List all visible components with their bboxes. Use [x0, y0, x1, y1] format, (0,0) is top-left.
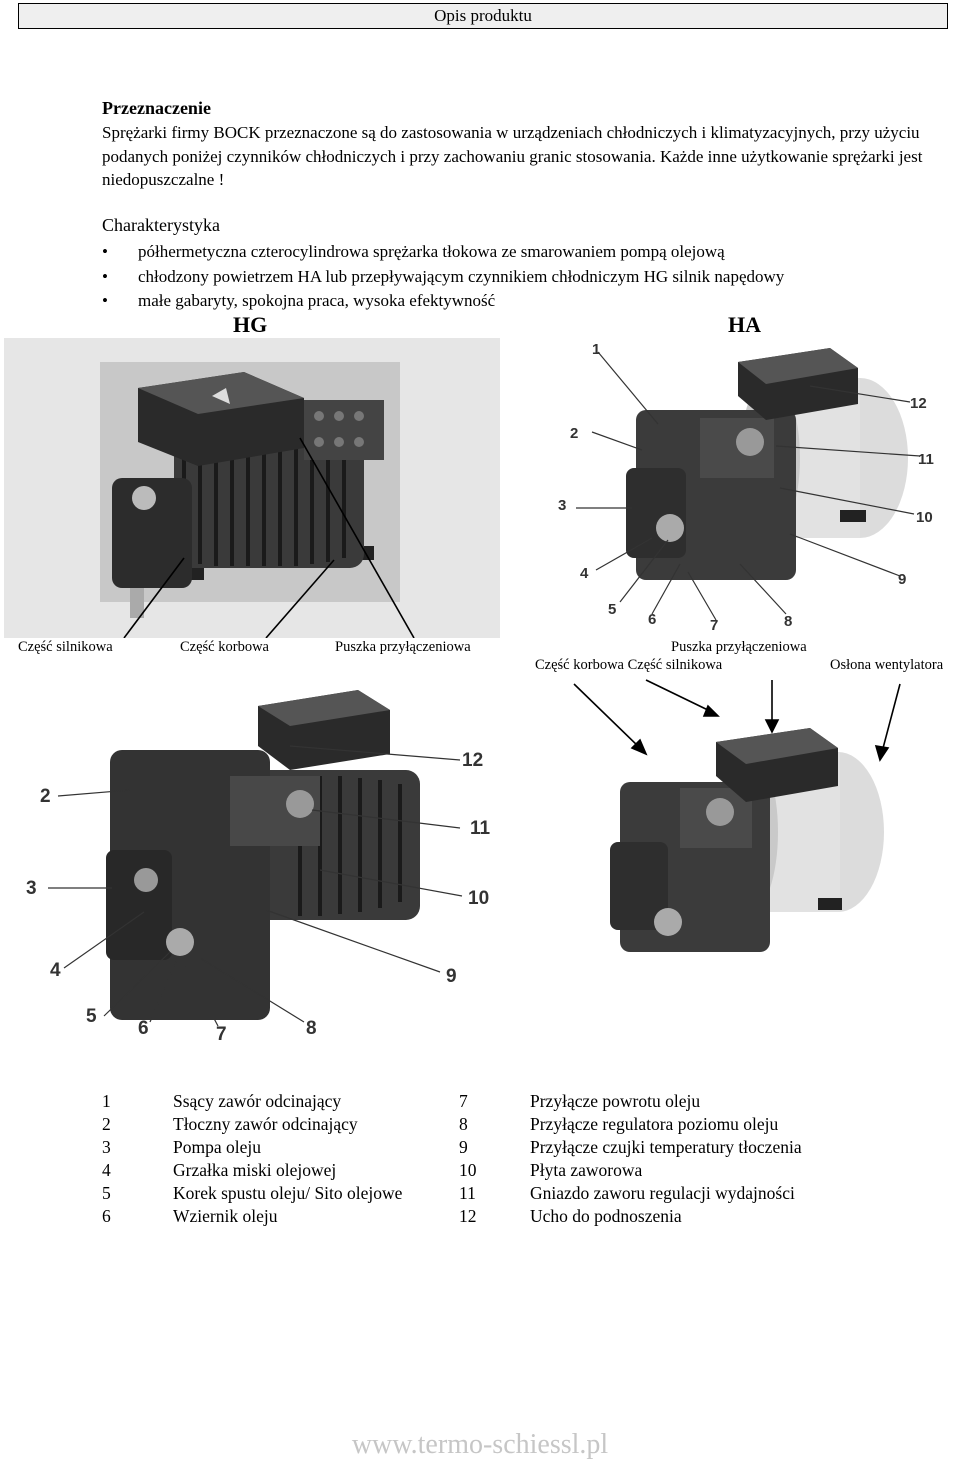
callout-number: 12: [462, 750, 483, 771]
callout-number: 11: [470, 818, 491, 839]
legend-text: Ssący zawór odcinający: [173, 1091, 342, 1111]
legend-row: 4 Grzałka miski olejowej 10 Płyta zaworo…: [102, 1159, 802, 1182]
callout-number: 7: [216, 1024, 227, 1042]
callout-number: 8: [306, 1018, 317, 1039]
callout-number: 6: [138, 1018, 149, 1039]
legend-text: Przyłącze czujki temperatury tłoczenia: [530, 1137, 802, 1157]
caption-hg-box: Puszka przyłączeniowa: [335, 639, 471, 655]
callout-number: 5: [86, 1006, 97, 1027]
callout-number: 9: [446, 966, 457, 987]
purpose-text: Sprężarki firmy BOCK przeznaczone są do …: [102, 123, 923, 189]
features-title: Charakterystyka: [102, 215, 220, 235]
legend-number: 2: [102, 1114, 111, 1134]
callout-number: 10: [468, 888, 489, 909]
callout-number: 2: [570, 425, 578, 442]
legend-row: 2 Tłoczny zawór odcinający 8 Przyłącze r…: [102, 1113, 802, 1136]
callout-number: 10: [916, 509, 933, 526]
legend-number: 3: [102, 1137, 111, 1157]
legend-row: 1 Ssący zawór odcinający 7 Przyłącze pow…: [102, 1090, 802, 1113]
legend-number: 4: [102, 1160, 111, 1180]
callout-number: 3: [558, 497, 566, 514]
callout-number: 6: [648, 611, 656, 628]
legend-text: Pompa oleju: [173, 1137, 261, 1157]
hg-label: HG: [233, 312, 268, 337]
purpose-title: Przeznaczenie: [102, 98, 211, 118]
legend-number: 9: [459, 1137, 468, 1157]
caption-hg-crank: Część korbowa: [180, 639, 269, 655]
legend-number: 12: [459, 1206, 477, 1226]
callout-number: 3: [26, 878, 37, 899]
callout-number: 7: [710, 617, 718, 634]
callout-number: 11: [918, 451, 934, 468]
legend-number: 8: [459, 1114, 468, 1134]
callout-number: 1: [592, 341, 600, 358]
callout-number: 12: [910, 395, 927, 412]
callout-number: 4: [580, 565, 589, 582]
legend-text: Wziernik oleju: [173, 1206, 278, 1226]
callout-number: 8: [784, 613, 792, 630]
ha-label: HA: [728, 312, 761, 337]
hg-compressor-photo: [4, 338, 500, 638]
legend-row: 6 Wziernik oleju 12 Ucho do podnoszenia: [102, 1205, 802, 1228]
caption-ha-crank-motor: Część korbowa Część silnikowa: [535, 657, 723, 673]
callout-number: 5: [608, 601, 616, 618]
legend-text: Grzałka miski olejowej: [173, 1160, 337, 1180]
footer-url: www.termo-schiessl.pl: [351, 1429, 609, 1460]
parts-legend-table: 1 Ssący zawór odcinający 7 Przyłącze pow…: [102, 1090, 802, 1228]
feature-item: chłodzony powietrzem HA lub przepływając…: [102, 265, 932, 290]
legend-number: 7: [459, 1091, 468, 1111]
feature-item: półhermetyczna czterocylindrowa sprężark…: [102, 240, 932, 265]
header-title-box: Opis produktu: [18, 3, 948, 29]
page-title: Opis produktu: [434, 6, 532, 25]
legend-number: 5: [102, 1183, 111, 1203]
legend-number: 6: [102, 1206, 111, 1226]
caption-hg-motor: Część silnikowa: [18, 639, 113, 655]
legend-number: 1: [102, 1091, 111, 1111]
features-list: półhermetyczna czterocylindrowa sprężark…: [102, 240, 932, 314]
legend-row: 3 Pompa oleju 9 Przyłącze czujki tempera…: [102, 1136, 802, 1159]
feature-item: małe gabaryty, spokojna praca, wysoka ef…: [102, 289, 932, 314]
legend-text: Płyta zaworowa: [530, 1160, 643, 1180]
legend-row: 5 Korek spustu oleju/ Sito olejowe 11 Gn…: [102, 1182, 802, 1205]
legend-text: Tłoczny zawór odcinający: [173, 1114, 358, 1134]
legend-text: Przyłącze regulatora poziomu oleju: [530, 1114, 779, 1134]
legend-text: Korek spustu oleju/ Sito olejowe: [173, 1183, 403, 1203]
callout-number: 4: [50, 960, 61, 981]
legend-text: Gniazdo zaworu regulacji wydajności: [530, 1183, 795, 1203]
hg-compressor-numbered-photo: 12 11 10 9 2 3 4 5 6 7 8: [20, 680, 500, 1042]
legend-text: Przyłącze powrotu oleju: [530, 1091, 701, 1111]
callout-number: 2: [40, 786, 51, 807]
caption-ha-box: Puszka przyłączeniowa: [671, 639, 807, 655]
legend-number: 11: [459, 1183, 476, 1203]
ha-compressor-photo: [560, 672, 960, 962]
legend-text: Ucho do podnoszenia: [530, 1206, 682, 1226]
legend-number: 10: [459, 1160, 477, 1180]
ha-compressor-numbered-photo: 1 2 3 4 5 6 7 8 9 10 11 12: [540, 338, 960, 638]
callout-number: 9: [898, 571, 906, 588]
caption-ha-fan: Osłona wentylatora: [830, 657, 944, 673]
